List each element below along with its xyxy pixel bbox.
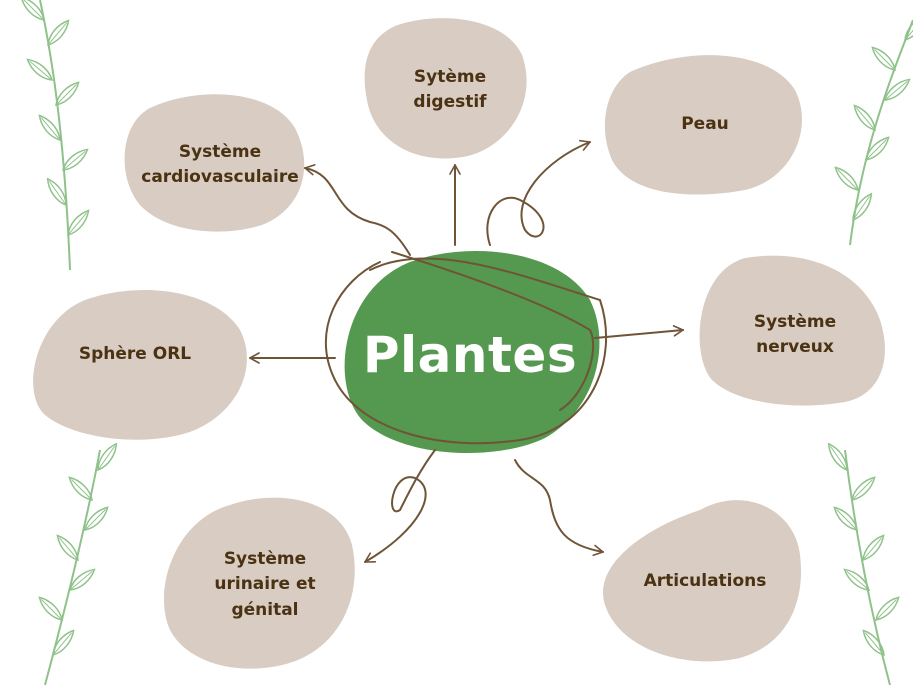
blob-articulations	[603, 500, 802, 662]
blob-nerveux	[699, 255, 885, 406]
node-label-nerveux: Système nerveux	[753, 311, 837, 358]
center-label: Plantes	[362, 326, 578, 384]
arrow-to-urinaire	[364, 449, 436, 563]
blob-urinaire	[163, 497, 355, 669]
leaf-branch-top-left	[17, 0, 93, 271]
blob-cardio	[124, 94, 305, 232]
blob-orl	[33, 290, 247, 440]
node-label-peau: Peau	[681, 114, 729, 135]
node-label-articulations: Articulations	[643, 571, 767, 592]
node-label-orl: Sphère ORL	[78, 344, 192, 365]
arrow-to-articulations	[514, 459, 604, 557]
node-label-urinaire: Système urinaire et génital	[214, 548, 316, 620]
leaf-branch-bottom-right	[824, 440, 903, 685]
leaf-branch-top-right	[831, 11, 913, 246]
blob-digestif	[364, 18, 527, 159]
arrow-to-peau	[486, 139, 591, 246]
connectors	[249, 139, 684, 563]
center-blob	[344, 250, 600, 453]
blob-peau	[604, 55, 802, 195]
leaf-branch-bottom-left	[35, 440, 121, 685]
arrow-to-cardio	[304, 164, 411, 256]
node-label-cardio: Système cardiovasculaire	[141, 141, 299, 188]
node-label-digestif: Sytème digestif	[413, 66, 487, 113]
arrow-to-nerveux	[594, 325, 684, 339]
center-scribble	[324, 251, 608, 445]
